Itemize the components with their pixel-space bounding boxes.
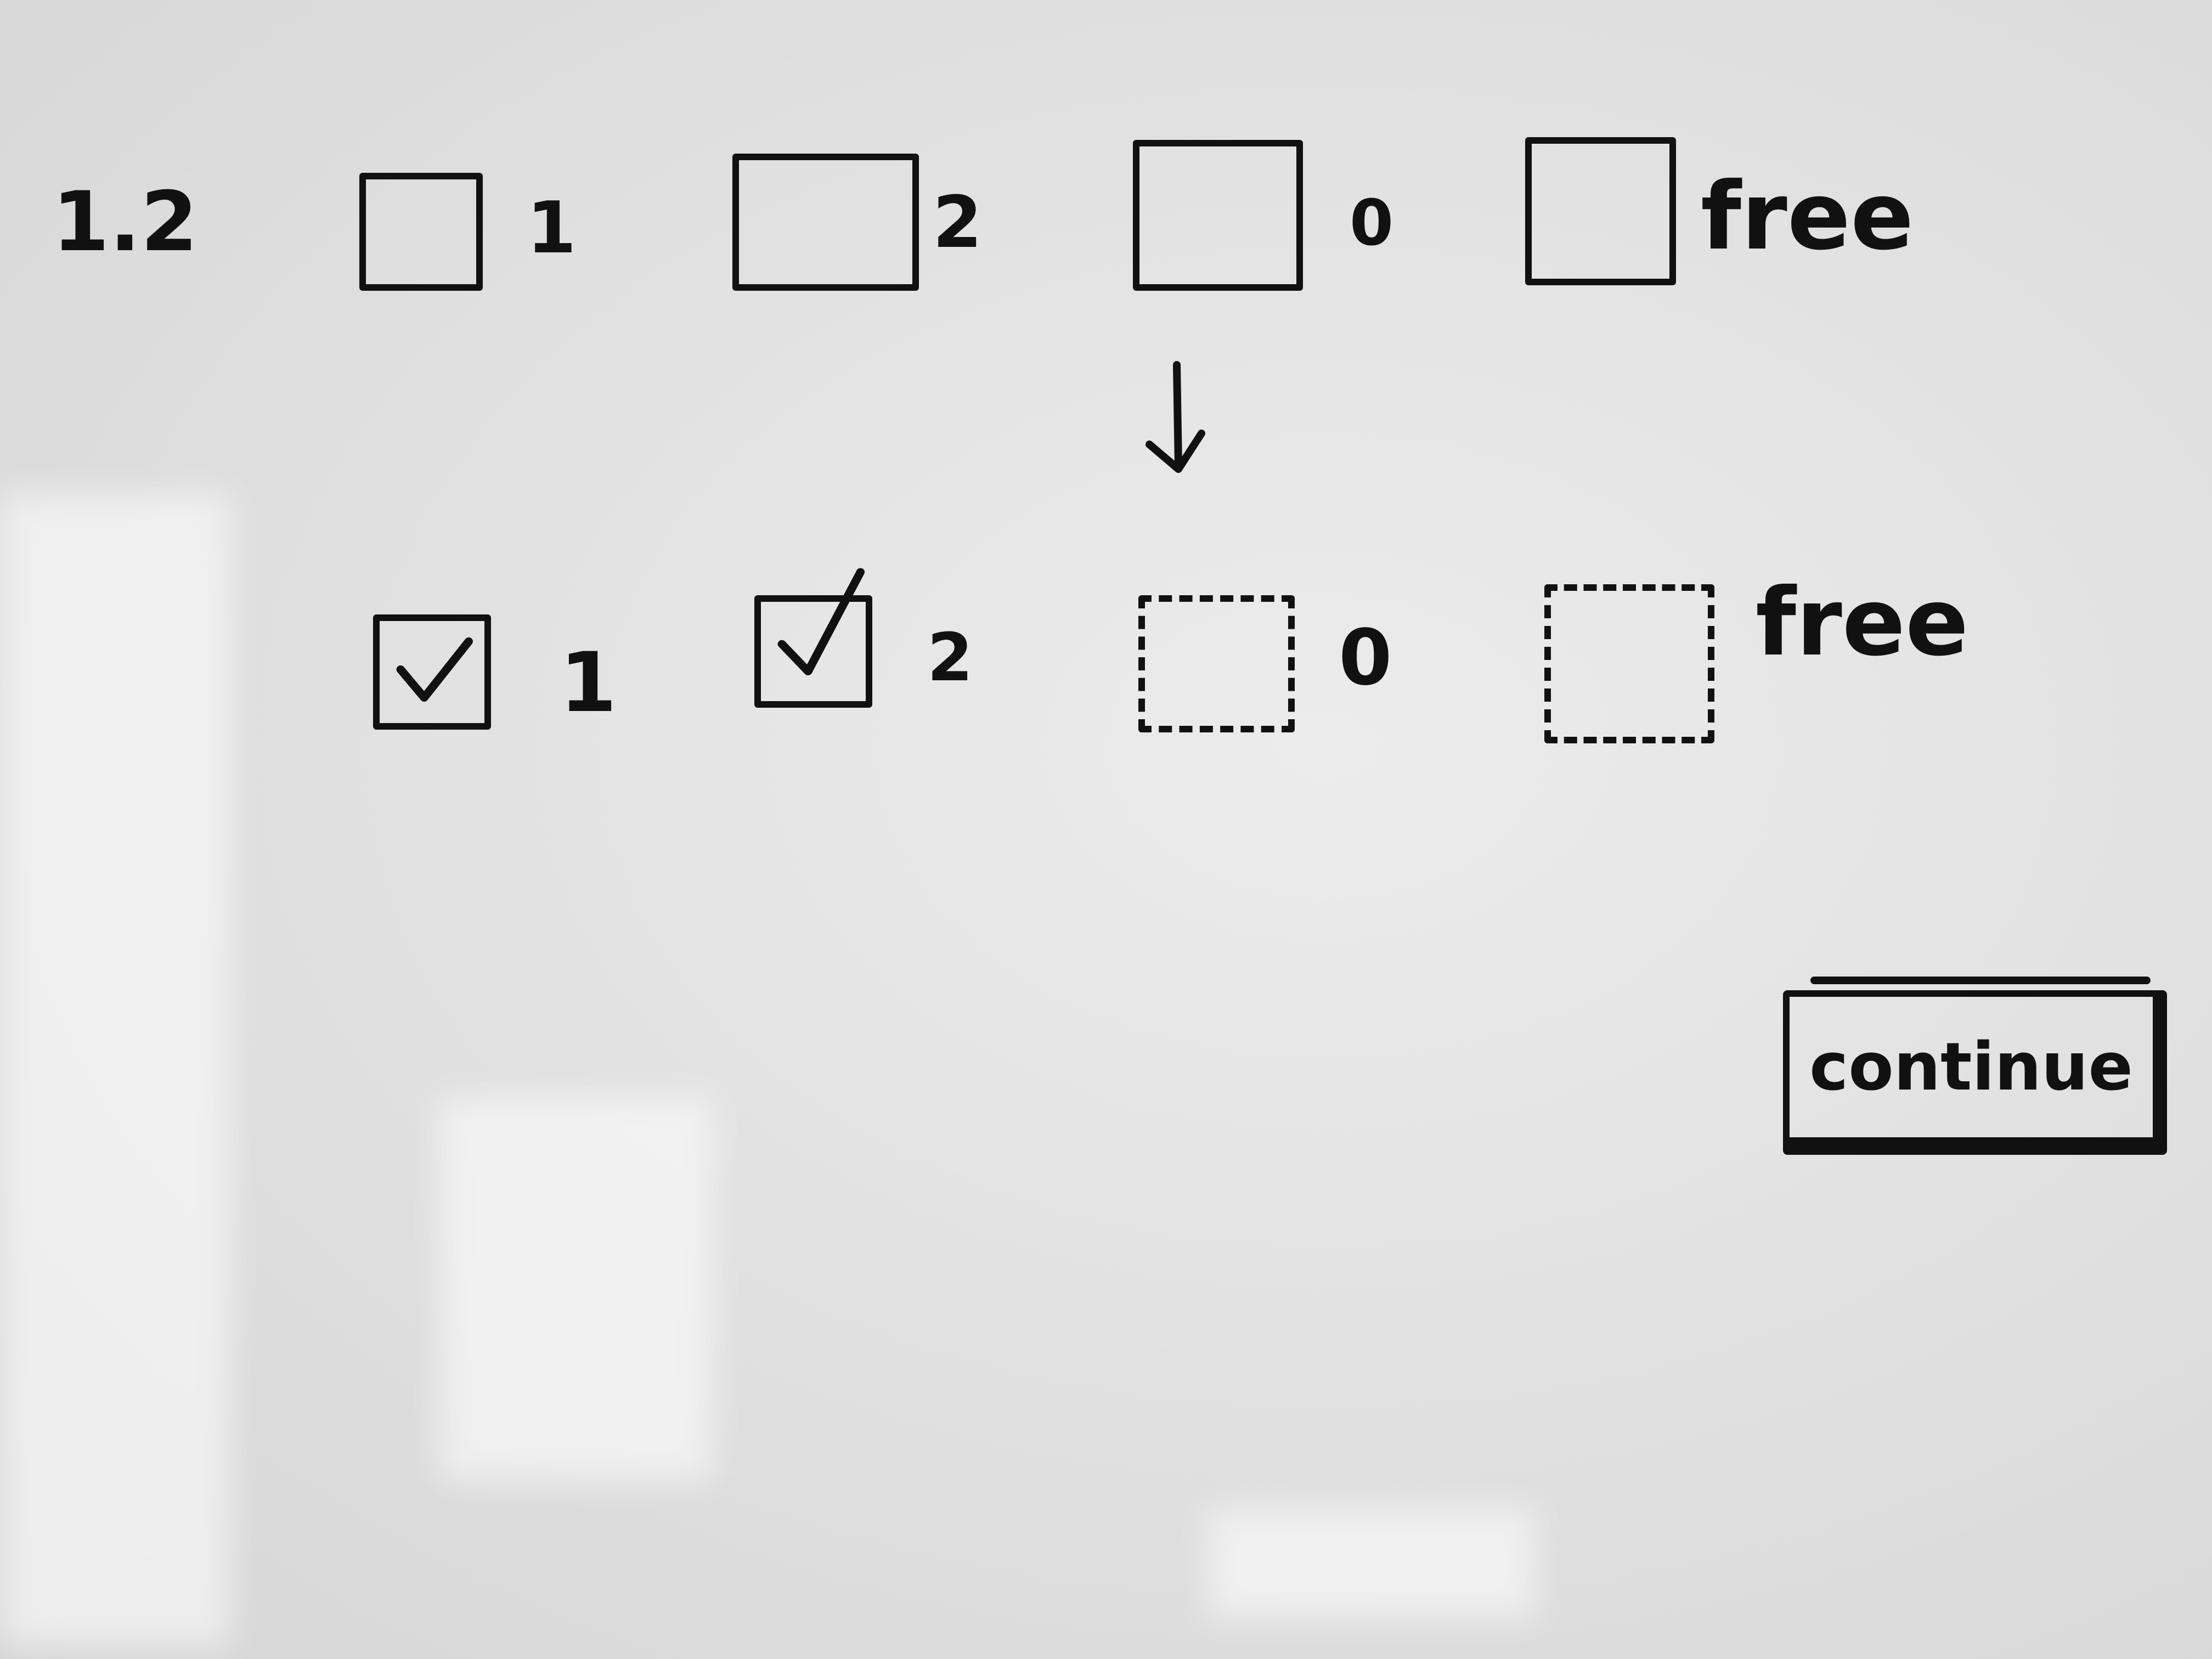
before-option-label-0: 0	[1350, 187, 1394, 260]
continue-button-label: continue	[1809, 1029, 2133, 1105]
continue-button[interactable]: continue	[1783, 990, 2167, 1155]
down-arrow-icon	[1146, 361, 1205, 473]
after-option-label-1: 1	[560, 635, 617, 731]
glare-bottom-right	[1207, 1509, 1536, 1618]
continue-button-top-stroke	[1810, 977, 2151, 984]
glare-bottom	[439, 1097, 713, 1481]
before-option-label-2: 2	[933, 180, 983, 264]
after-option-label-0: 0	[1339, 613, 1392, 703]
checkmark-icon	[777, 568, 865, 675]
before-option-label-1: 1	[527, 186, 577, 269]
section-number: 1.2	[52, 174, 198, 270]
glare-left	[0, 494, 230, 1646]
checkmark-icon	[396, 637, 473, 702]
before-checkbox-2[interactable]	[732, 154, 919, 291]
after-checkbox-free-disabled	[1544, 584, 1714, 743]
after-checkbox-0-disabled	[1138, 595, 1295, 732]
after-checkbox-1-checked[interactable]	[373, 614, 491, 730]
before-checkbox-0[interactable]	[1133, 140, 1303, 291]
after-option-label-2: 2	[927, 620, 973, 696]
after-checkbox-2-checked[interactable]	[754, 568, 872, 708]
after-option-label-free: free	[1756, 568, 1969, 677]
before-checkbox-free[interactable]	[1525, 137, 1676, 285]
before-option-label-free: free	[1701, 162, 1914, 271]
before-checkbox-1[interactable]	[359, 173, 483, 291]
